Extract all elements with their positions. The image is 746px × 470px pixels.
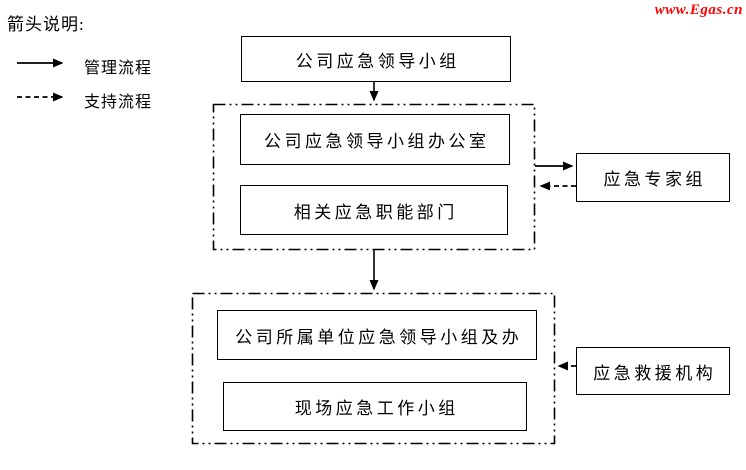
company-group-container-border: [212, 103, 536, 251]
node-leading-group-office: 公司应急领导小组办公室: [240, 114, 510, 165]
watermark-url-text: www.Egas.cn: [654, 2, 743, 18]
node-emergency-expert-group: 应急专家组: [576, 153, 730, 202]
legend-item-management-label: 管理流程: [84, 60, 153, 77]
legend-title: 箭头说明:: [7, 15, 85, 34]
node-emergency-rescue-organization: 应急救援机构: [576, 347, 730, 395]
node-subsidiary-leading-group-and-office: 公司所属单位应急领导小组及办: [217, 310, 537, 360]
node-related-functional-departments: 相关应急职能部门: [240, 185, 508, 235]
subsidiary-group-container-border: [191, 292, 556, 445]
legend-item-support-label: 支持流程: [84, 94, 153, 111]
node-onsite-emergency-work-group: 现场应急工作小组: [223, 382, 527, 431]
node-company-emergency-leading-group: 公司应急领导小组: [241, 36, 511, 82]
